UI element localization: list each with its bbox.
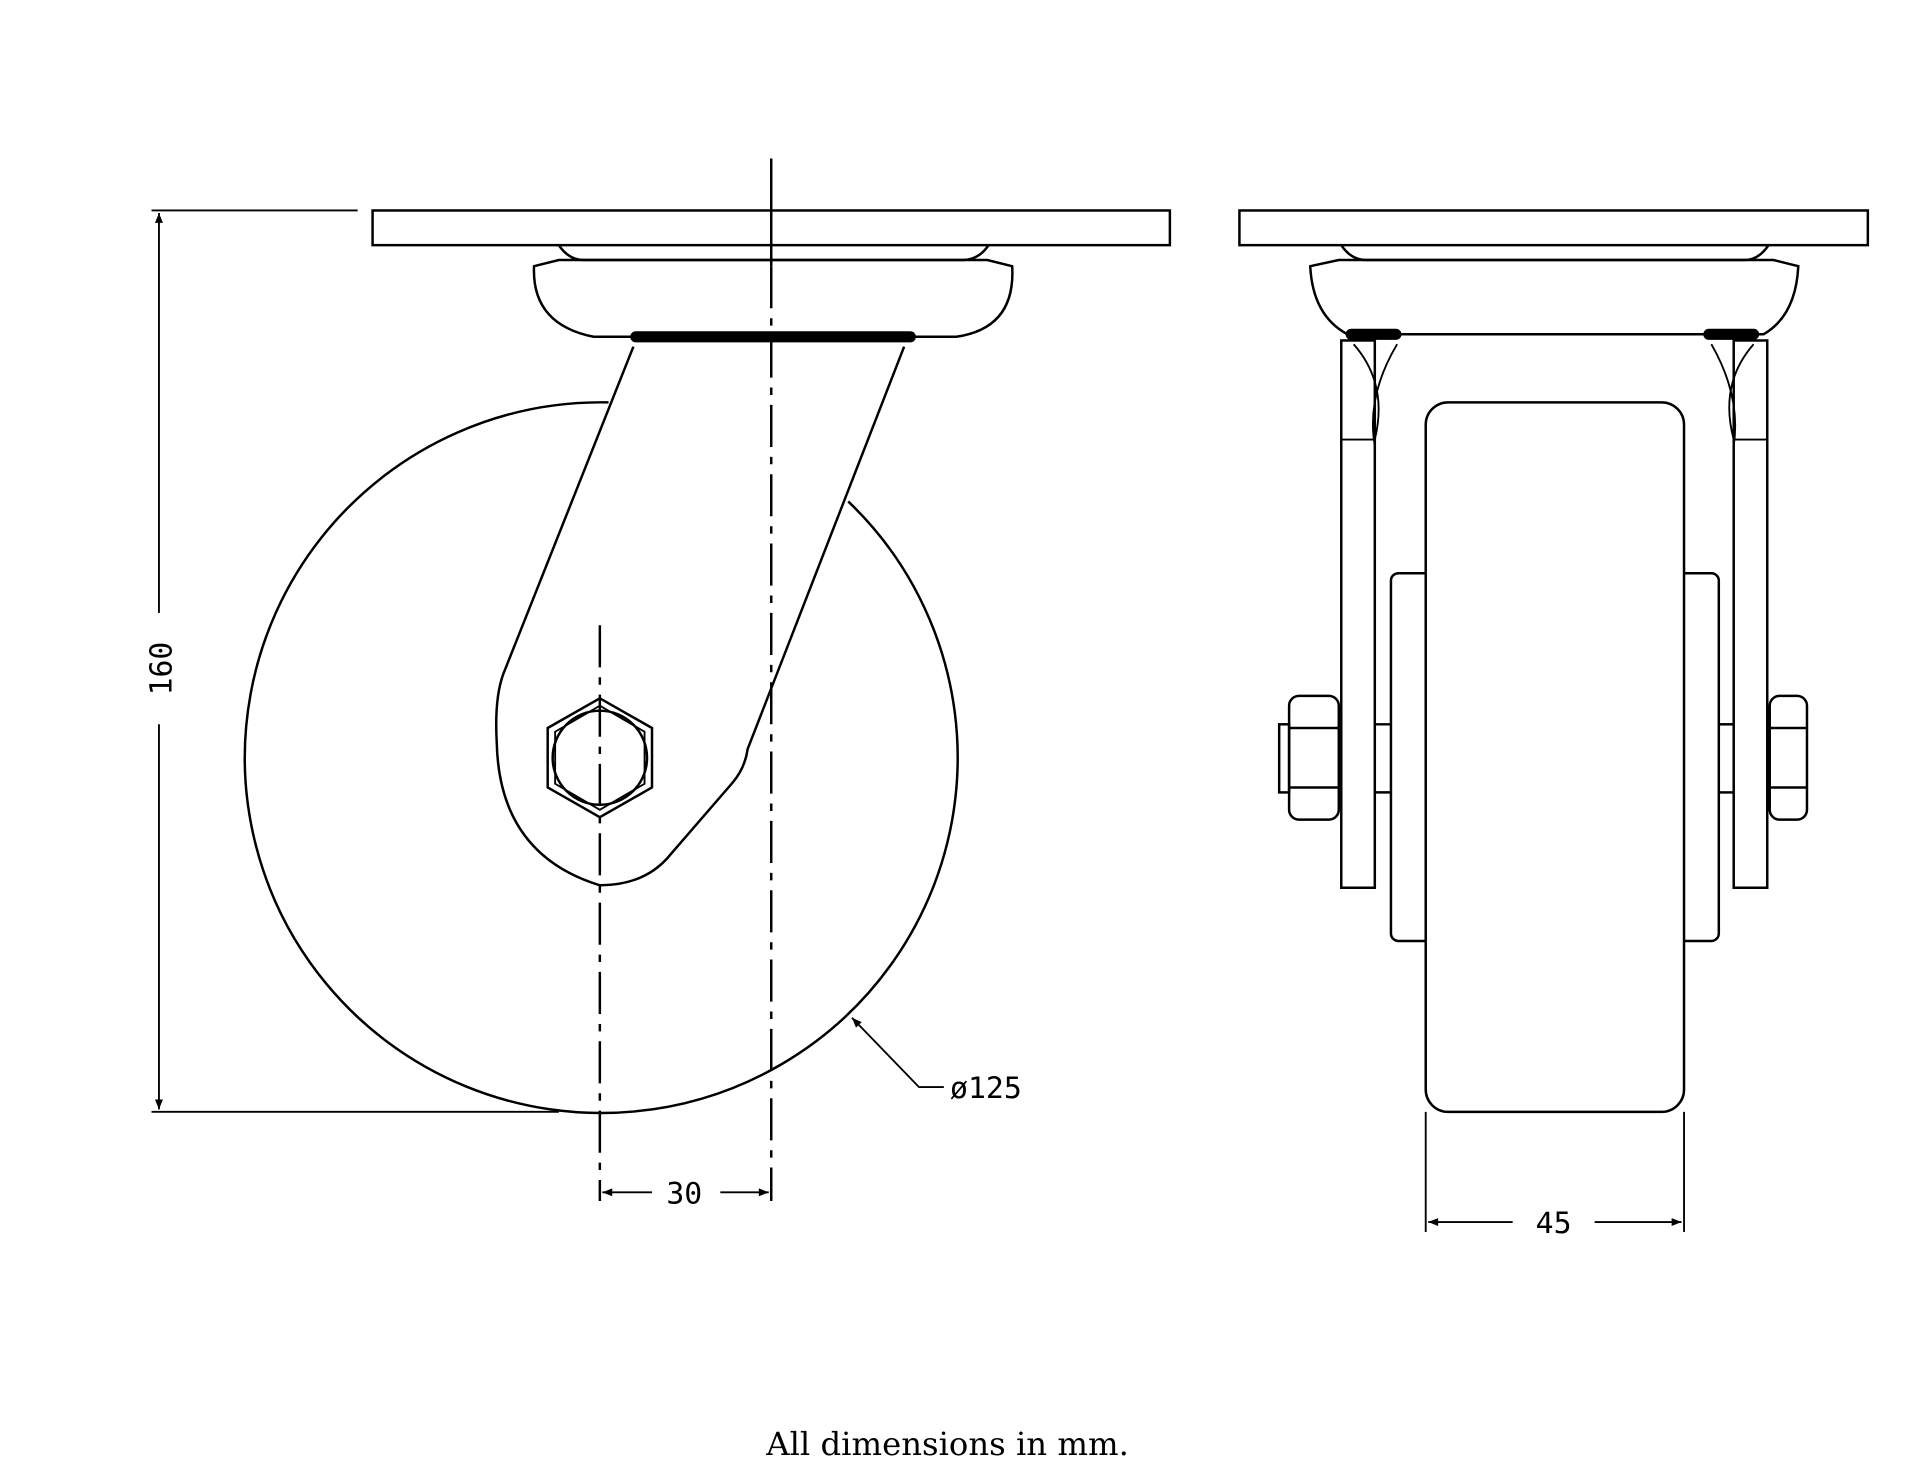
top-plate	[1238, 209, 1870, 247]
fork-leg-right	[1732, 339, 1769, 889]
axle-nut-right	[1768, 694, 1809, 821]
width-dimension-label: 45	[1536, 1206, 1572, 1241]
side-view: 160 ø125 30	[144, 158, 1172, 1212]
offset-dimension-label: 30	[666, 1177, 702, 1212]
swivel-race	[1340, 244, 1770, 262]
diameter-dimension-label: ø125	[950, 1071, 1022, 1106]
fork-twist-right	[1710, 343, 1768, 446]
fork-leg-left	[1340, 339, 1377, 889]
units-note: All dimensions in mm.	[765, 1425, 1129, 1461]
wheel-tyre	[1424, 401, 1686, 1114]
height-dimension-label: 160	[144, 642, 179, 696]
front-view: 45	[1238, 209, 1870, 1241]
swivel-race	[557, 244, 990, 262]
swivel-bowl	[532, 258, 1014, 339]
diameter-leader	[851, 1017, 944, 1089]
wheel-outline	[243, 401, 959, 1115]
swivel-bowl	[1308, 258, 1800, 336]
fork-twist-left	[1341, 343, 1398, 446]
axle-nut-left	[1277, 694, 1341, 821]
fork-leg	[494, 346, 906, 887]
